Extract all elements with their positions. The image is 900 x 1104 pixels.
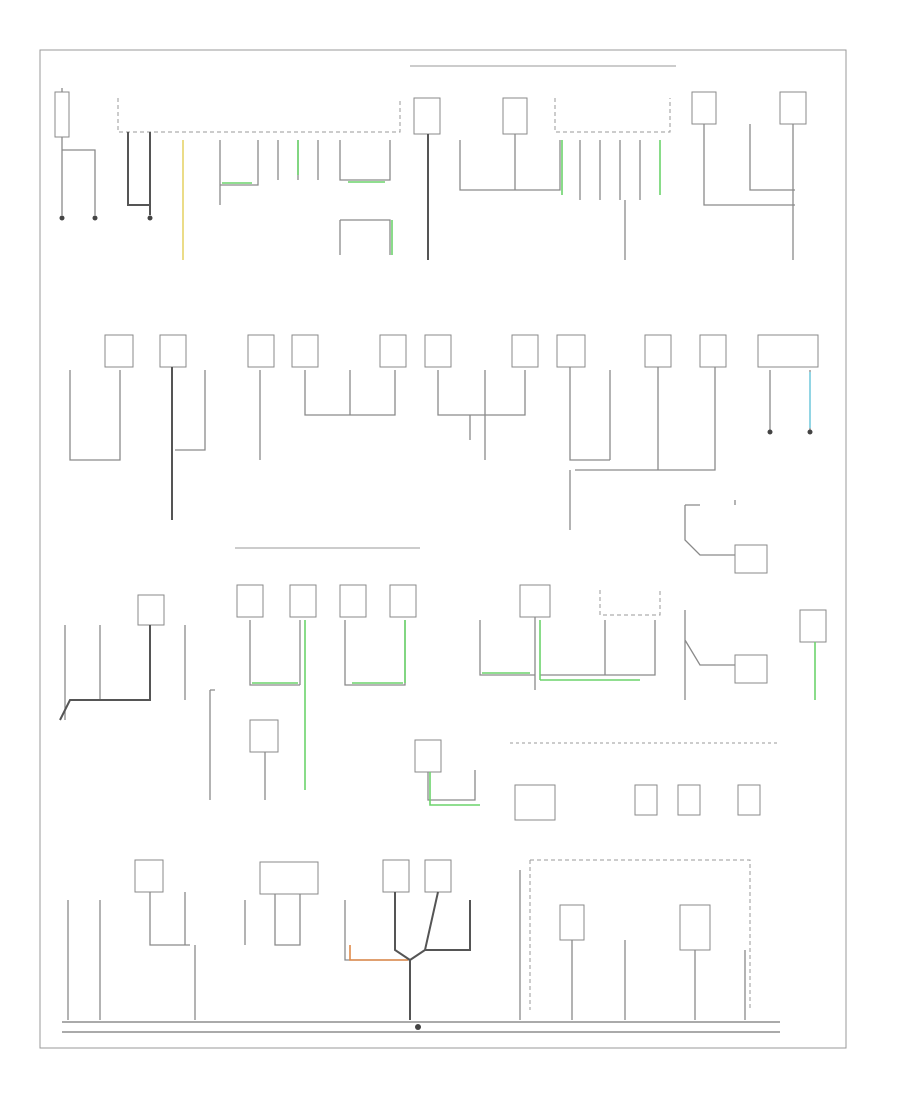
component-r2-5 bbox=[379, 334, 407, 368]
r2-center-wires bbox=[437, 370, 526, 460]
row-2-components bbox=[69, 334, 819, 530]
ground-point bbox=[767, 429, 773, 435]
module-right-green bbox=[297, 140, 385, 183]
module-housing-left bbox=[117, 98, 401, 133]
relay-wires-upper bbox=[684, 500, 736, 556]
diagram-frame bbox=[39, 49, 847, 1049]
r4-mid-wires bbox=[244, 894, 301, 946]
r4-left-wires bbox=[67, 892, 196, 1020]
center-branch bbox=[459, 134, 561, 191]
component-r4-9 bbox=[382, 859, 410, 893]
component-r2-2 bbox=[159, 334, 187, 368]
component-r3-far-right bbox=[799, 609, 827, 643]
component-r2-1 bbox=[104, 334, 134, 368]
r3-right-green bbox=[482, 620, 640, 681]
r3-mid-wires bbox=[249, 620, 406, 686]
component-r2-10 bbox=[699, 334, 727, 368]
module-housing-r3 bbox=[599, 590, 661, 616]
ground-point bbox=[147, 215, 153, 221]
row-3-components bbox=[59, 547, 661, 806]
r3-right-wires bbox=[479, 617, 656, 690]
ground-bus bbox=[62, 1021, 780, 1033]
module-right-branch bbox=[277, 140, 391, 181]
right-module-wires bbox=[579, 140, 641, 200]
component-r2-8 bbox=[556, 334, 586, 368]
component-r3-3 bbox=[289, 584, 317, 618]
row-4-components bbox=[67, 742, 780, 1020]
right-stack-wires bbox=[703, 124, 795, 260]
component-r2-9 bbox=[644, 334, 672, 368]
component-r4-7 bbox=[134, 859, 164, 893]
ground-point bbox=[92, 215, 98, 221]
component-r3-7 bbox=[249, 719, 279, 753]
battery bbox=[54, 91, 70, 138]
row-1-components bbox=[54, 65, 807, 260]
component-r4-4 bbox=[737, 784, 761, 816]
component-r3-8 bbox=[414, 739, 442, 773]
right-module-green bbox=[561, 140, 661, 195]
right-relay-area bbox=[684, 500, 827, 700]
ground-point bbox=[807, 429, 813, 435]
component-r4-8 bbox=[259, 861, 319, 895]
component-r3-5 bbox=[389, 584, 417, 618]
component-r1-c bbox=[691, 91, 717, 125]
component-r3-4 bbox=[339, 584, 367, 618]
module-ground-main bbox=[127, 132, 151, 215]
r4-center-ground bbox=[394, 891, 471, 1020]
r2-mid-wires bbox=[259, 370, 396, 460]
r2-right-wires bbox=[569, 367, 716, 471]
relay-branch bbox=[339, 219, 391, 255]
relay-wires-lower bbox=[684, 610, 735, 700]
component-r4-10 bbox=[424, 859, 452, 893]
ground-point-main bbox=[415, 1024, 421, 1030]
component-r2-3 bbox=[247, 334, 275, 368]
r3-green-wires bbox=[252, 620, 406, 790]
r2-far-right-wires bbox=[769, 370, 811, 430]
r3-comp8-green bbox=[429, 772, 480, 806]
component-r4-5 bbox=[559, 904, 585, 941]
component-r1-b bbox=[502, 97, 528, 135]
r3-comp8-wires bbox=[427, 770, 476, 801]
component-r2-11 bbox=[757, 334, 819, 368]
ground-point bbox=[59, 215, 65, 221]
component-relay-upper bbox=[734, 544, 768, 574]
component-r3-2 bbox=[236, 584, 264, 618]
component-r4-1 bbox=[514, 784, 556, 821]
r4-left-center-wire bbox=[344, 900, 410, 961]
r3-left-ground bbox=[59, 625, 151, 721]
component-r1-d bbox=[779, 91, 807, 125]
component-relay-lower bbox=[734, 654, 768, 684]
r2-left-wires bbox=[69, 370, 206, 461]
lower-dashed-box bbox=[529, 859, 751, 1010]
orange-wire bbox=[349, 945, 408, 961]
module-housing-right bbox=[554, 98, 671, 133]
component-r2-4 bbox=[291, 334, 319, 368]
component-r1-a bbox=[413, 97, 441, 135]
r4-drops bbox=[519, 870, 746, 1020]
r3-left-wires bbox=[64, 625, 186, 720]
component-r4-2 bbox=[634, 784, 658, 816]
component-r4-6 bbox=[679, 904, 711, 951]
module-left-branch bbox=[219, 140, 259, 205]
component-r3-1 bbox=[137, 594, 165, 626]
component-r3-6 bbox=[519, 584, 551, 618]
component-r4-3 bbox=[677, 784, 701, 816]
component-r2-7 bbox=[511, 334, 539, 368]
component-r2-6 bbox=[424, 334, 452, 368]
r3-left-drop bbox=[209, 689, 215, 800]
